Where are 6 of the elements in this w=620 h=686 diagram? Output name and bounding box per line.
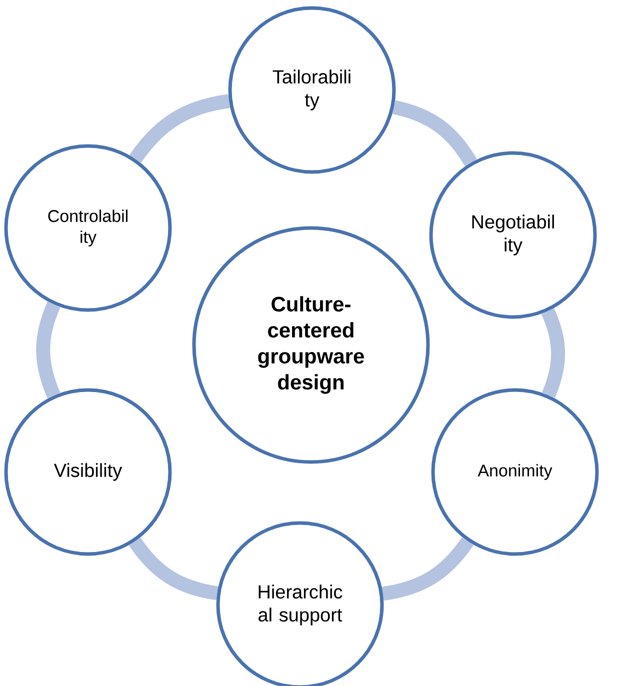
ring-segment [128, 537, 218, 600]
ring-segment [36, 302, 60, 398]
ring-segment [392, 100, 477, 166]
ring-segment [541, 308, 566, 398]
ring-segment [382, 537, 474, 601]
ring-segment [130, 94, 230, 163]
